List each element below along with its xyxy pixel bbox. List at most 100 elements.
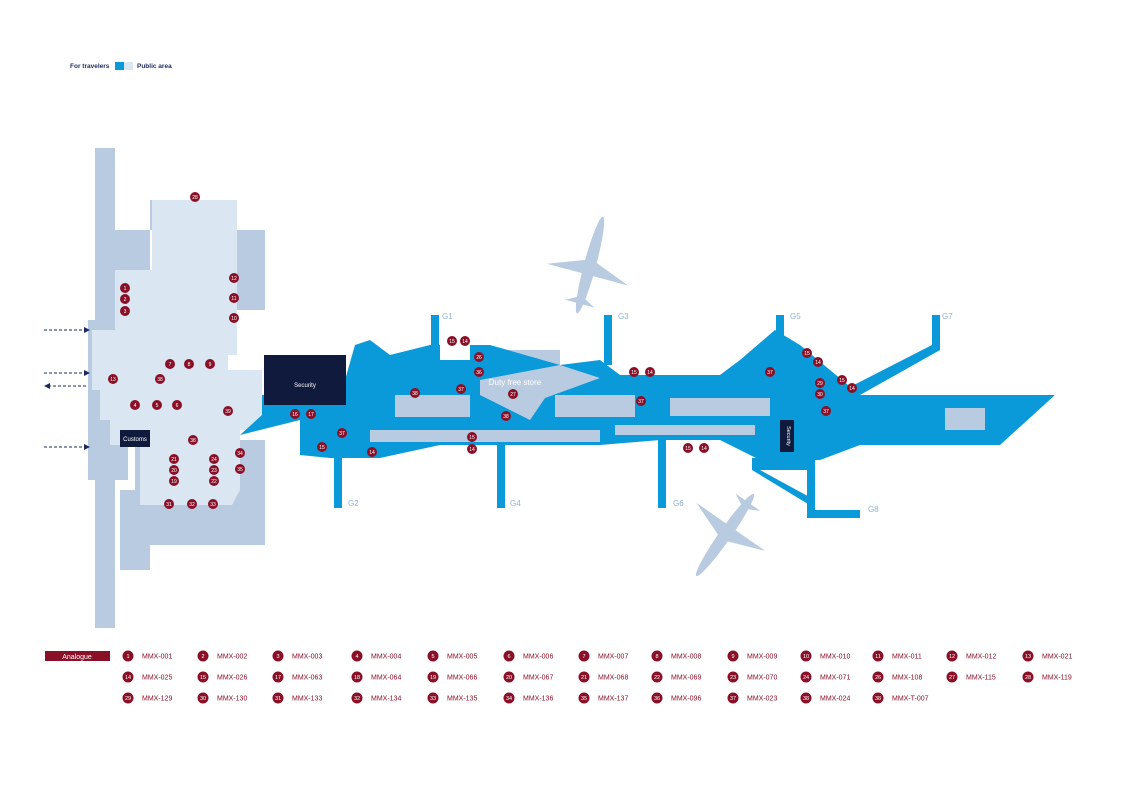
analogue-code: MMX-130: [217, 696, 247, 703]
marker-15: 15: [467, 432, 477, 442]
marker-dot: [467, 432, 477, 442]
marker-11: 11: [229, 293, 239, 303]
analogue-number-dot: [946, 650, 958, 662]
marker-number: 27: [510, 392, 516, 398]
analogue-code: MMX-012: [966, 654, 996, 661]
marker-number: 24: [211, 457, 217, 463]
analogue-number-dot: [578, 650, 590, 662]
marker-dot: [474, 352, 484, 362]
analogue-code: MMX-025: [142, 675, 172, 682]
marker-number: 12: [231, 276, 237, 282]
marker-dot: [813, 357, 823, 367]
analogue-number-dot: [727, 650, 739, 662]
security-block-main: [264, 355, 346, 405]
marker-number: 37: [638, 399, 644, 405]
marker-15: 15: [317, 442, 327, 452]
marker-dot: [367, 447, 377, 457]
marker-23: 23: [209, 465, 219, 475]
marker-number: 15: [839, 378, 845, 384]
duty-free-label: Duty free store: [489, 378, 542, 387]
marker-14: 14: [699, 443, 709, 453]
marker-8: 8: [184, 359, 194, 369]
marker-4: 4: [130, 400, 140, 410]
marker-dot: [229, 313, 239, 323]
marker-33: 33: [208, 499, 218, 509]
arrowheads: [44, 327, 90, 450]
analogue-code: MMX-010: [820, 654, 850, 661]
analogue-code: MMX-069: [671, 675, 701, 682]
marker-number: 29: [817, 381, 823, 387]
marker-number: 4: [134, 403, 137, 409]
analogue-number-dot: [197, 650, 209, 662]
marker-28: 28: [190, 192, 200, 202]
marker-22: 22: [209, 476, 219, 486]
marker-number: 26: [476, 355, 482, 361]
gate-label-g7: G7: [942, 312, 953, 321]
marker-17: 17: [306, 409, 316, 419]
analogue-number-dot: [1022, 650, 1034, 662]
analogue-number: 20: [506, 675, 512, 681]
analogue-number: 35: [581, 696, 587, 702]
analogue-number-dot: [651, 650, 663, 662]
arrowhead-out: [44, 383, 50, 389]
marker-dot: [120, 294, 130, 304]
marker-number: 32: [189, 502, 195, 508]
analogue-number-dot: [872, 671, 884, 683]
marker-number: 15: [449, 339, 455, 345]
analogue-number: 19: [430, 675, 436, 681]
marker-dot: [508, 389, 518, 399]
analogue-number: 1: [126, 654, 129, 660]
analogue-number-dot: [727, 671, 739, 683]
analogue-code: MMX-024: [820, 696, 850, 703]
analogue-code: MMX-067: [523, 675, 553, 682]
legend-travelers-swatch: [115, 62, 124, 70]
marker-number: 21: [171, 457, 177, 463]
airplane-icon-bottom: [695, 493, 766, 577]
marker-24: 24: [209, 454, 219, 464]
marker-number: 31: [166, 502, 172, 508]
legend-public-label: Public area: [137, 63, 172, 70]
marker-6: 6: [172, 400, 182, 410]
marker-dot: [645, 367, 655, 377]
marker-number: 39: [225, 409, 231, 415]
marker-dot: [474, 367, 484, 377]
analogue-code: MMX-003: [292, 654, 322, 661]
analogue-code: MMX-026: [217, 675, 247, 682]
analogue-number: 7: [582, 654, 585, 660]
marker-number: 5: [156, 403, 159, 409]
marker-dot: [165, 359, 175, 369]
analogue-number: 26: [875, 675, 881, 681]
analogue-code: MMX-007: [598, 654, 628, 661]
analogue-code: MMX-064: [371, 675, 401, 682]
marker-number: 8: [188, 362, 191, 368]
marker-dot: [456, 384, 466, 394]
analogue-number-dot: [272, 650, 284, 662]
airside-inner-blocks: [370, 365, 985, 442]
analogue-code: MMX-129: [142, 696, 172, 703]
analogue-number: 2: [201, 654, 204, 660]
marker-10: 10: [229, 313, 239, 323]
marker-number: 14: [469, 447, 475, 453]
security-label-secondary: Security: [785, 426, 791, 446]
marker-38: 38: [155, 374, 165, 384]
marker-dot: [209, 465, 219, 475]
analogue-code: MMX-T-007: [892, 696, 929, 703]
analogue-number: 10: [803, 654, 809, 660]
marker-34: 34: [235, 448, 245, 458]
marker-15: 15: [683, 443, 693, 453]
airplane-icon-top: [546, 216, 628, 314]
analogue-number-dot: [427, 671, 439, 683]
marker-number: 37: [458, 387, 464, 393]
